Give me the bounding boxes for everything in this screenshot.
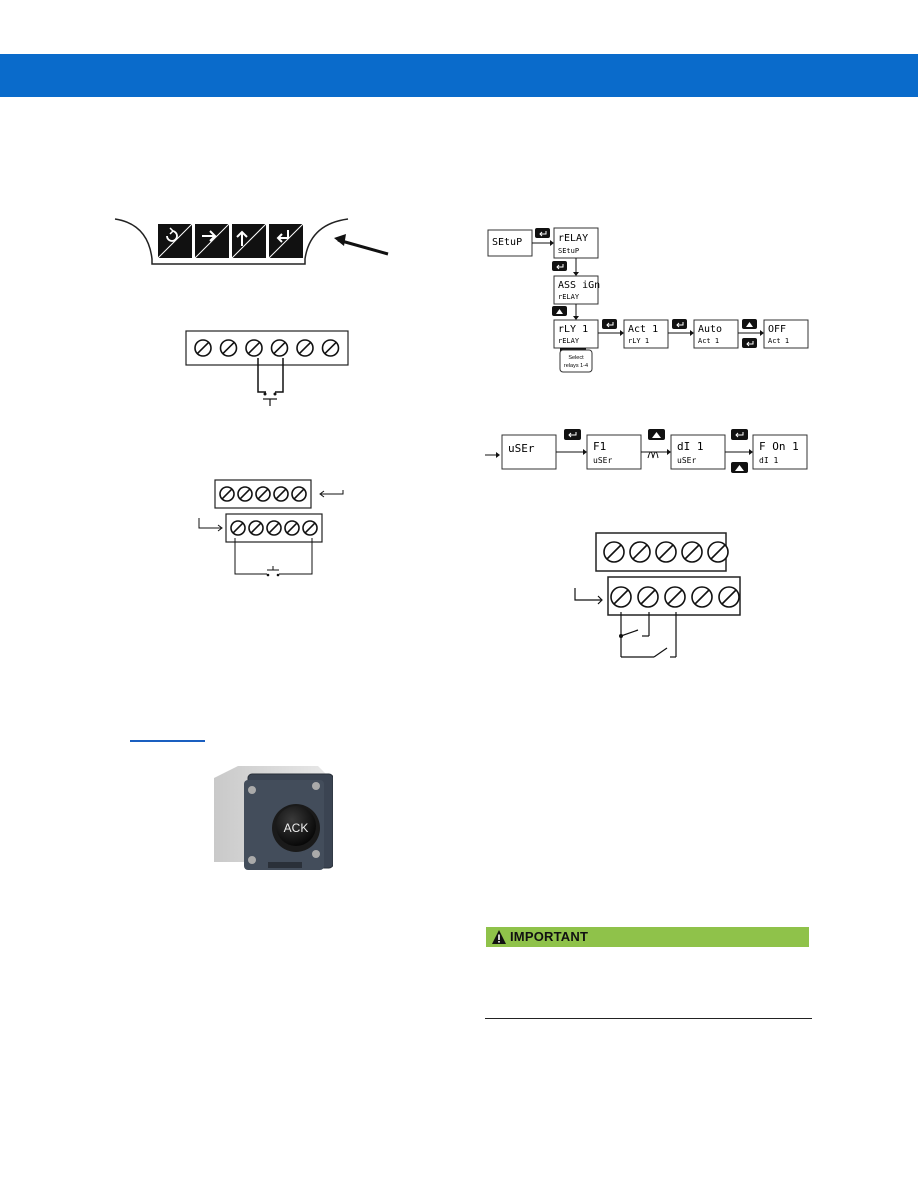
terminal-screw-slot: [250, 522, 262, 534]
act1-display: Act 1 rLY 1: [623, 319, 669, 349]
enter-key-icon: [672, 319, 687, 329]
svg-text:rELAY: rELAY: [558, 293, 580, 301]
terminal-screw-slot: [257, 488, 269, 500]
pointer-arrow: [337, 238, 389, 256]
hyperlink-underline[interactable]: [130, 740, 205, 742]
terminal-block-5-diagram: [198, 479, 344, 577]
svg-text:ASS iGn: ASS iGn: [558, 280, 600, 291]
terminal-screw-slot: [632, 544, 648, 560]
svg-text:dI 1: dI 1: [677, 440, 704, 453]
terminal-screw-slot: [196, 341, 210, 355]
front-panel-diagram: [114, 218, 389, 265]
terminal-screw-slot: [239, 488, 251, 500]
section-rule: [485, 1018, 812, 1019]
warning-icon: [492, 930, 506, 944]
svg-text:dI 1: dI 1: [759, 456, 778, 465]
svg-text:Act 1: Act 1: [628, 324, 658, 335]
terminal-screw-slot: [710, 544, 726, 560]
f1-display: F1 uSEr: [586, 434, 642, 470]
svg-text:Auto: Auto: [698, 324, 722, 335]
auto-display: Auto Act 1: [693, 319, 739, 349]
svg-text:Select: Select: [568, 355, 584, 361]
svg-text:rELAY: rELAY: [558, 233, 588, 244]
header-band: [0, 54, 918, 97]
relay-display: rELAY SEtuP: [553, 227, 599, 259]
terminal-screw-slot: [247, 341, 261, 355]
svg-text:Act 1: Act 1: [698, 337, 719, 345]
enter-key-icon: [552, 261, 567, 271]
ack-button[interactable]: [276, 806, 316, 846]
svg-text:SEtuP: SEtuP: [558, 247, 579, 255]
important-banner: [486, 927, 809, 947]
menu-icon[interactable]: [157, 223, 193, 259]
svg-text:relays 1-4: relays 1-4: [564, 363, 588, 369]
svg-text:Act 1: Act 1: [768, 337, 789, 345]
svg-text:uSEr: uSEr: [508, 442, 535, 455]
terminal-screw-slot: [222, 341, 235, 355]
assign-display: ASS iGn rELAY: [553, 275, 600, 305]
svg-text:uSEr: uSEr: [677, 456, 696, 465]
terminal-screw-slot: [298, 341, 312, 355]
off-display: OFF Act 1: [763, 319, 809, 349]
svg-text:F On 1: F On 1: [759, 440, 799, 453]
terminal-screw-slot: [658, 544, 674, 560]
terminal-screw-slot: [221, 488, 233, 500]
up-arrow-icon[interactable]: [231, 223, 267, 259]
terminal-screw-slot: [304, 522, 316, 534]
svg-text:OFF: OFF: [768, 324, 786, 335]
enter-key-icon: [742, 338, 757, 348]
svg-text:rLY 1: rLY 1: [628, 337, 649, 345]
svg-text:F1: F1: [593, 440, 606, 453]
terminal-screw-slot: [684, 544, 700, 560]
terminal-block-large-diagram: [574, 532, 741, 658]
terminal-screw-slot: [275, 488, 287, 500]
terminal-screw-slot: [606, 544, 622, 560]
terminal-block-6-diagram: [185, 330, 349, 406]
terminal-screw-slot: [667, 589, 683, 605]
ack-button-label: ACK: [284, 821, 309, 835]
enter-key-icon: [602, 319, 617, 329]
terminal-screw-slot: [694, 589, 710, 605]
terminal-screw-slot: [721, 589, 737, 605]
terminal-screw-slot: [273, 341, 286, 355]
enter-key-icon: [535, 228, 550, 238]
terminal-screw-slot: [268, 522, 280, 534]
user-display: uSEr: [501, 434, 557, 470]
terminal-screw-slot: [286, 522, 298, 534]
setup-display: SEtuP: [487, 229, 533, 257]
terminal-screw-slot: [232, 522, 244, 534]
svg-text:uSEr: uSEr: [593, 456, 612, 465]
terminal-screw-slot: [613, 589, 629, 605]
relay-flow-diagram: SEtuP rELAY SEtuP ASS iGn rELAY rLY 1 rE…: [487, 227, 809, 373]
ack-station-photo: ACK: [214, 766, 333, 870]
skip-break-icon: [647, 451, 659, 459]
terminal-screw-slot: [293, 488, 305, 500]
select-relays-note: Select relays 1-4: [559, 349, 593, 373]
fon1-display: F On 1 dI 1: [752, 434, 808, 470]
terminal-screw-slot: [324, 341, 337, 355]
di1-display: dI 1 uSEr: [670, 434, 726, 470]
user-function-flow-diagram: uSEr F1 uSEr dI 1 uSEr F On 1 dI 1: [485, 429, 808, 473]
right-arrow-icon[interactable]: [194, 223, 230, 259]
svg-text:rLY 1: rLY 1: [558, 324, 588, 335]
terminal-screw-slot: [640, 589, 656, 605]
important-label: IMPORTANT: [510, 929, 589, 944]
enter-icon[interactable]: [268, 223, 304, 259]
svg-text:rELAY: rELAY: [558, 337, 580, 345]
rly1-display: rLY 1 rELAY: [553, 319, 599, 349]
setup-text: SEtuP: [492, 237, 522, 248]
